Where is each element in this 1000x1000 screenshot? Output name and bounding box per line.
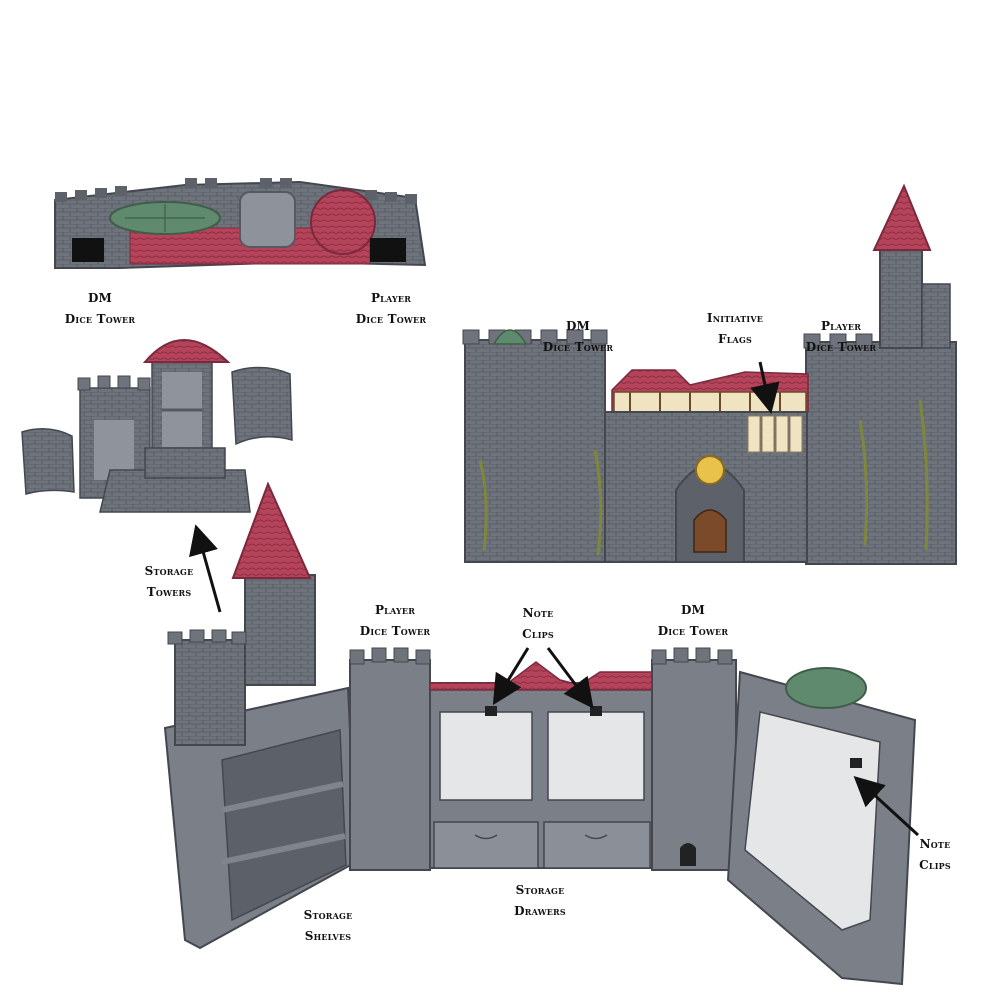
top-view-castle [54,178,427,269]
gm-screen-open [163,481,917,986]
callout-arrows [189,361,920,837]
storage-towers-exploded [21,339,293,513]
assembled-castle [462,183,957,565]
